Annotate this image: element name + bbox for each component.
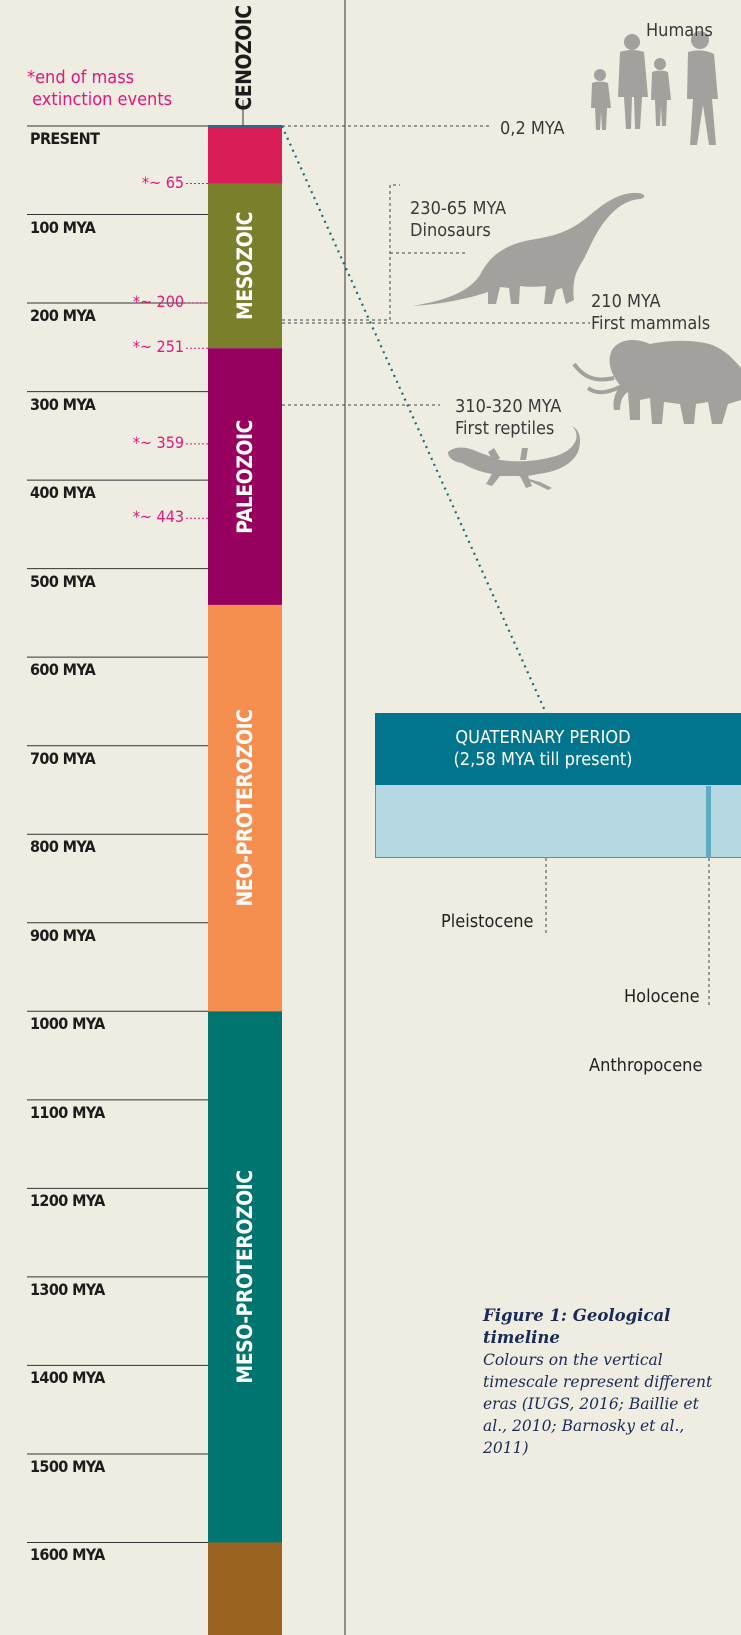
- holocene-stripe: [706, 786, 711, 858]
- tick-label: 1500 MYA: [30, 1456, 105, 1476]
- era-bar: [208, 348, 282, 605]
- quaternary-marker: [208, 125, 282, 128]
- quaternary-subtitle: (2,58 MYA till present): [453, 749, 633, 770]
- event-reptiles: 310-320 MYA First reptiles: [455, 396, 562, 439]
- tick-label: 800 MYA: [30, 837, 96, 857]
- tick-label: 1100 MYA: [30, 1102, 105, 1122]
- dinosaur-silhouette-icon: [412, 192, 645, 306]
- epoch-holocene: Holocene: [624, 986, 700, 1007]
- era-bar: [208, 126, 282, 184]
- extinction-label: *~ 359: [132, 432, 184, 452]
- event-connectors: [282, 125, 710, 1005]
- extinction-connector-lines: [186, 183, 208, 519]
- era-bar: [208, 183, 282, 349]
- quaternary-title: QUATERNARY PERIOD: [455, 727, 631, 748]
- epoch-pleistocene: Pleistocene: [441, 911, 534, 932]
- event-dinosaurs: 230-65 MYA Dinosaurs: [410, 198, 507, 241]
- era-bars: [208, 125, 282, 1635]
- extinction-label: *~ 443: [132, 507, 184, 527]
- era-label: NEO-PROTEROZOIC: [233, 709, 257, 907]
- era-bar: [208, 604, 282, 1012]
- event-present: 0,2 MYA: [500, 118, 565, 139]
- mammoth-silhouette-icon: [572, 340, 741, 424]
- era-label: MESOZOIC: [233, 211, 257, 320]
- extinction-label: *~ 65: [141, 172, 184, 192]
- extinction-label: *~ 200: [132, 292, 184, 312]
- era-bar: [208, 1011, 282, 1543]
- extinction-note: *end of mass extinction events: [27, 67, 173, 110]
- era-label: MESO-PROTEROZOIC: [233, 1170, 257, 1384]
- humans-silhouette-icon: [591, 31, 718, 145]
- quaternary-header: QUATERNARY PERIOD (2,58 MYA till present…: [375, 713, 741, 785]
- epoch-anthropocene: Anthropocene: [589, 1055, 703, 1076]
- tick-lines: [27, 125, 208, 1543]
- tick-label: 200 MYA: [30, 306, 96, 326]
- extinction-label: *~ 251: [132, 337, 184, 357]
- quaternary-body: [375, 785, 741, 858]
- caption-title: Figure 1: Geological timeline: [483, 1306, 671, 1347]
- tick-label: 300 MYA: [30, 394, 96, 414]
- caption-body: Colours on the vertical timescale repres…: [483, 1351, 713, 1457]
- era-bar: [208, 1542, 282, 1635]
- tick-label: 1000 MYA: [30, 1014, 105, 1034]
- tick-label: 900 MYA: [30, 925, 96, 945]
- era-label: PALEOZOIC: [233, 419, 257, 534]
- tick-label: 1300 MYA: [30, 1279, 105, 1299]
- figure-caption: Figure 1: Geological timeline Colours on…: [483, 1305, 723, 1459]
- tick-label: 100 MYA: [30, 217, 96, 237]
- tick-label: 700 MYA: [30, 748, 96, 768]
- tick-label: 1400 MYA: [30, 1368, 105, 1388]
- tick-label: 400 MYA: [30, 483, 96, 503]
- lizard-silhouette-icon: [448, 426, 580, 490]
- event-mammals: 210 MYA First mammals: [591, 291, 711, 334]
- tick-label: PRESENT: [30, 129, 100, 148]
- event-humans: Humans: [646, 20, 713, 41]
- tick-label: 1600 MYA: [30, 1545, 105, 1565]
- tick-label: 500 MYA: [30, 571, 96, 591]
- era-label-cenozoic: CENOZOIC: [232, 5, 256, 111]
- tick-label: 600 MYA: [30, 660, 96, 680]
- tick-label: 1200 MYA: [30, 1191, 105, 1211]
